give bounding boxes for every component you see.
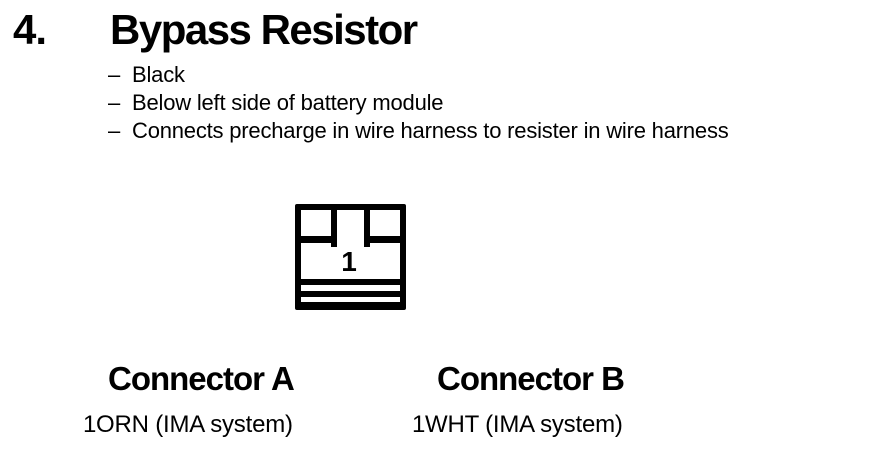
bullet-dash: – — [108, 62, 121, 87]
connector-notch-left — [301, 210, 331, 236]
connector-b-pin-row: 1WHT (IMA system) — [412, 411, 623, 439]
bullet-item: –Connects precharge in wire harness to r… — [108, 117, 729, 145]
connector-diagram: 1 — [295, 204, 406, 311]
bullet-text: Black — [132, 62, 185, 87]
connector-b-heading: Connector B — [437, 360, 625, 397]
pin-label: WHT (IMA system) — [425, 411, 623, 438]
cavity-number: 1 — [341, 246, 357, 277]
pin-number: 1 — [412, 411, 426, 438]
pin-label: ORN (IMA system) — [96, 411, 293, 438]
connector-a-pin-row: 1ORN (IMA system) — [83, 411, 293, 439]
bullet-text: Below left side of battery module — [132, 90, 444, 115]
bullet-dash: – — [108, 90, 121, 115]
item-number: 4. — [13, 6, 47, 53]
connector-cavity — [301, 243, 400, 279]
bottom-stripe-1 — [301, 285, 400, 291]
bullet-dash: – — [108, 118, 121, 143]
page-title: Bypass Resistor — [110, 6, 418, 53]
channel-tab-left — [331, 243, 337, 247]
connector-notch-right — [370, 210, 400, 236]
bullet-text: Connects precharge in wire harness to re… — [132, 118, 729, 143]
channel-tab-right — [364, 243, 370, 247]
pin-number: 1 — [83, 411, 97, 438]
connector-diagram-svg: 1 — [295, 204, 406, 310]
bullet-list: –Black –Below left side of battery modul… — [108, 61, 729, 145]
bullet-item: –Below left side of battery module — [108, 89, 729, 117]
bullet-item: –Black — [108, 61, 729, 89]
connector-a-heading: Connector A — [108, 360, 295, 397]
bottom-stripe-2 — [301, 297, 400, 302]
